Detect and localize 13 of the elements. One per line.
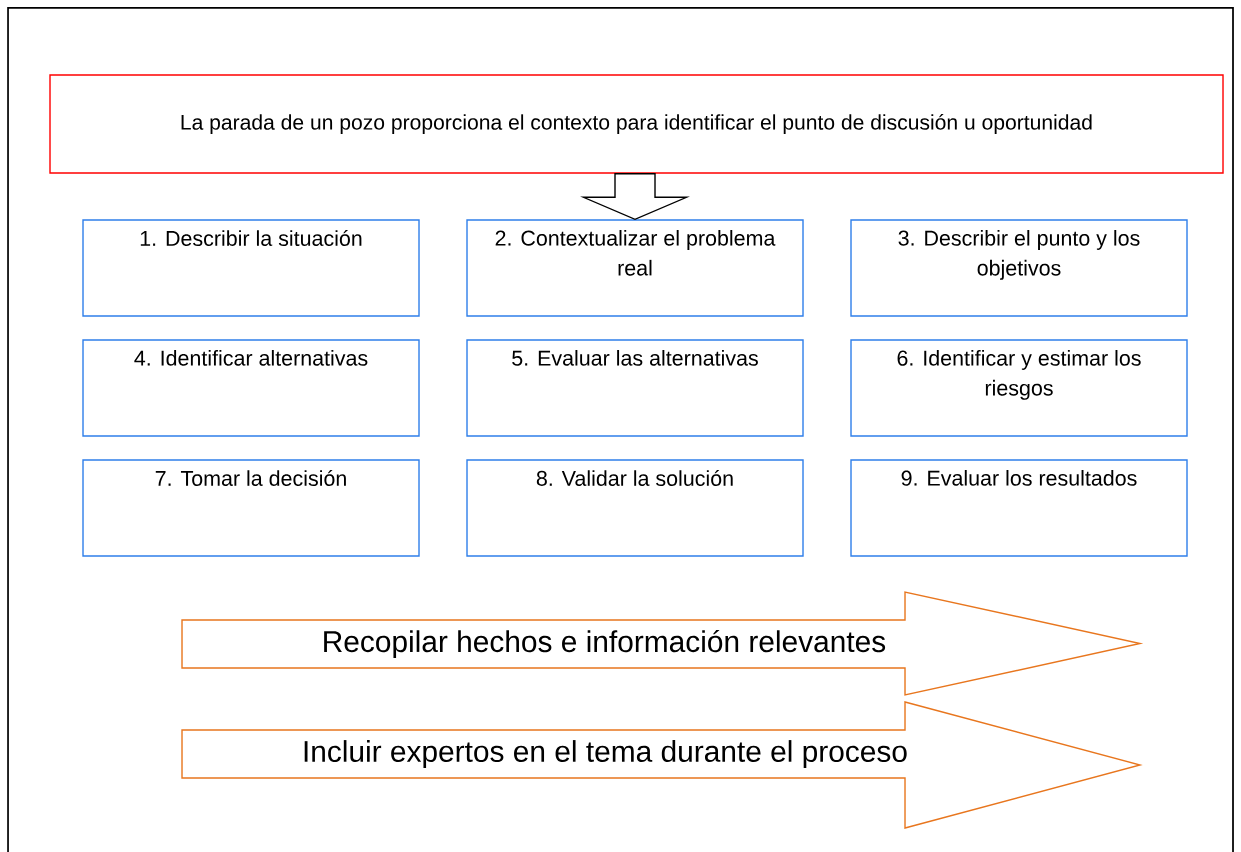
- step-box: 3. Describir el punto y los objetivos: [850, 219, 1188, 317]
- step-box: 5. Evaluar las alternativas: [466, 339, 804, 437]
- step-box: 1. Describir la situación: [82, 219, 420, 317]
- arrow-banner: Recopilar hechos e información relevantes: [181, 591, 1144, 696]
- arrow-banner: Incluir expertos en el tema durante el proceso: [181, 701, 1143, 829]
- step-box: 6. Identificar y estimar los riesgos: [850, 339, 1188, 437]
- step-box: 9. Evaluar los resultados: [850, 459, 1188, 557]
- step-box: 2. Contextualizar el problema real: [466, 219, 804, 317]
- step-box: 4. Identificar alternativas: [82, 339, 420, 437]
- step-box: 8. Validar la solución: [466, 459, 804, 557]
- context-box: La parada de un pozo proporciona el contexto para identificar el punto de discusión u oportunidad: [49, 74, 1224, 174]
- step-box: 7. Tomar la decisión: [82, 459, 420, 557]
- block-arrow: [580, 173, 690, 221]
